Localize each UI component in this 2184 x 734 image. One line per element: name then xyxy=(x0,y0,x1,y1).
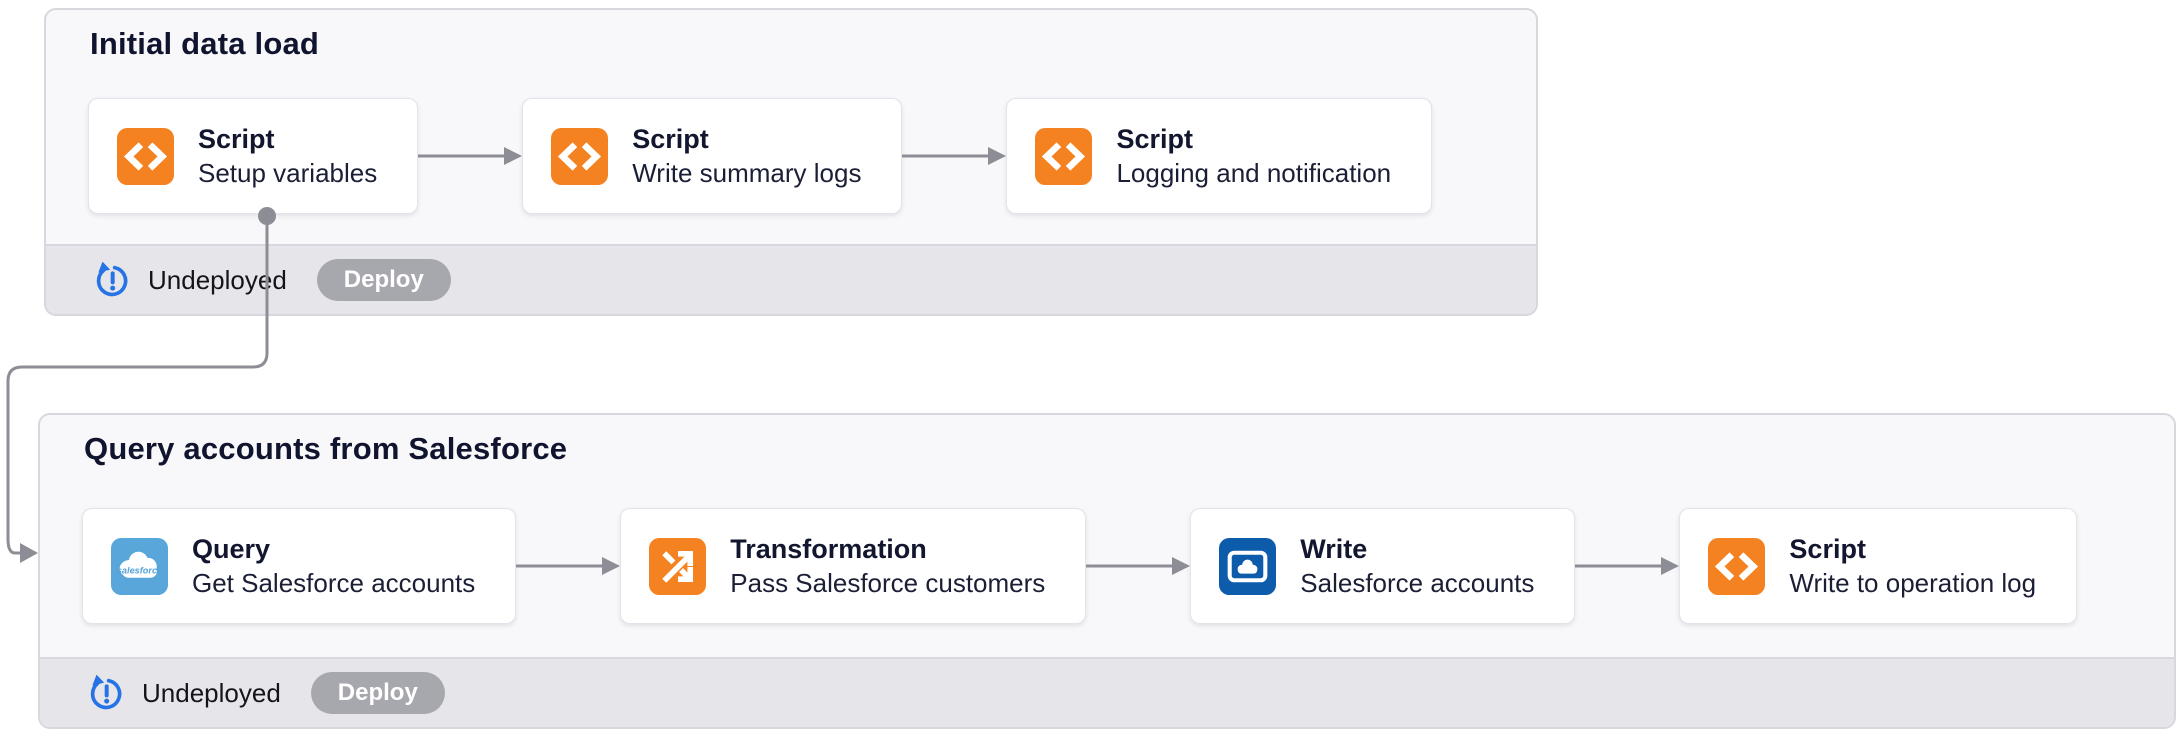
salesforce-icon: salesforce xyxy=(111,537,168,595)
step-title: Write summary logs xyxy=(632,157,862,188)
deploy-button[interactable]: Deploy xyxy=(310,672,445,714)
script-icon xyxy=(1035,127,1093,185)
write-cloud-icon xyxy=(1219,537,1277,595)
script-icon xyxy=(117,127,174,185)
step-type: Script xyxy=(198,124,275,155)
script-icon xyxy=(1708,537,1766,595)
step-title: Get Salesforce accounts xyxy=(192,567,476,598)
operation-group-query-accounts: Query accounts from Salesforce salesforc… xyxy=(38,413,2176,729)
group-footer: Undeployed Deploy xyxy=(46,244,1536,314)
status-label: Undeployed xyxy=(142,677,281,708)
workflow-step-card[interactable]: Script Logging and notification xyxy=(1006,98,1433,214)
flow-arrow-icon xyxy=(516,557,621,575)
step-title: Salesforce accounts xyxy=(1300,567,1535,598)
step-type: Write xyxy=(1300,534,1368,565)
flow-arrow-icon xyxy=(902,147,1007,165)
operation-group-initial-data-load: Initial data load Script Setup variables… xyxy=(44,8,1538,316)
step-type: Script xyxy=(1116,124,1193,155)
step-title: Pass Salesforce customers xyxy=(730,567,1046,598)
step-type: Query xyxy=(192,534,271,565)
undeployed-icon xyxy=(86,673,126,713)
workflow-step-card[interactable]: Transformation Pass Salesforce customers xyxy=(620,508,1087,624)
nodes-row: Script Setup variables Script Write summ… xyxy=(88,98,1433,214)
flow-arrow-icon xyxy=(1575,557,1680,575)
workflow-step-card[interactable]: Script Write summary logs xyxy=(522,98,903,214)
step-title: Write to operation log xyxy=(1789,567,2037,598)
workflow-step-card[interactable]: Write Salesforce accounts xyxy=(1190,508,1576,624)
step-type: Script xyxy=(1789,534,1866,565)
workflow-step-card[interactable]: salesforce Query Get Salesforce accounts xyxy=(82,508,517,624)
workflow-step-card[interactable]: Script Setup variables xyxy=(88,98,419,214)
step-title: Logging and notification xyxy=(1116,157,1392,188)
step-type: Script xyxy=(632,124,709,155)
script-icon xyxy=(551,127,609,185)
svg-text:salesforce: salesforce xyxy=(117,565,162,575)
transformation-icon xyxy=(649,537,707,595)
step-type: Transformation xyxy=(730,534,927,565)
workflow-step-card[interactable]: Script Write to operation log xyxy=(1679,508,2078,624)
group-title: Initial data load xyxy=(90,26,320,61)
step-title: Setup variables xyxy=(198,157,378,188)
group-footer: Undeployed Deploy xyxy=(40,657,2174,727)
status-label: Undeployed xyxy=(148,264,287,295)
group-title: Query accounts from Salesforce xyxy=(84,431,568,466)
flow-arrow-icon xyxy=(418,147,523,165)
undeployed-icon xyxy=(92,260,132,300)
flow-arrow-icon xyxy=(1086,557,1191,575)
nodes-row: salesforce Query Get Salesforce accounts… xyxy=(82,508,2078,624)
deploy-button[interactable]: Deploy xyxy=(316,259,451,301)
